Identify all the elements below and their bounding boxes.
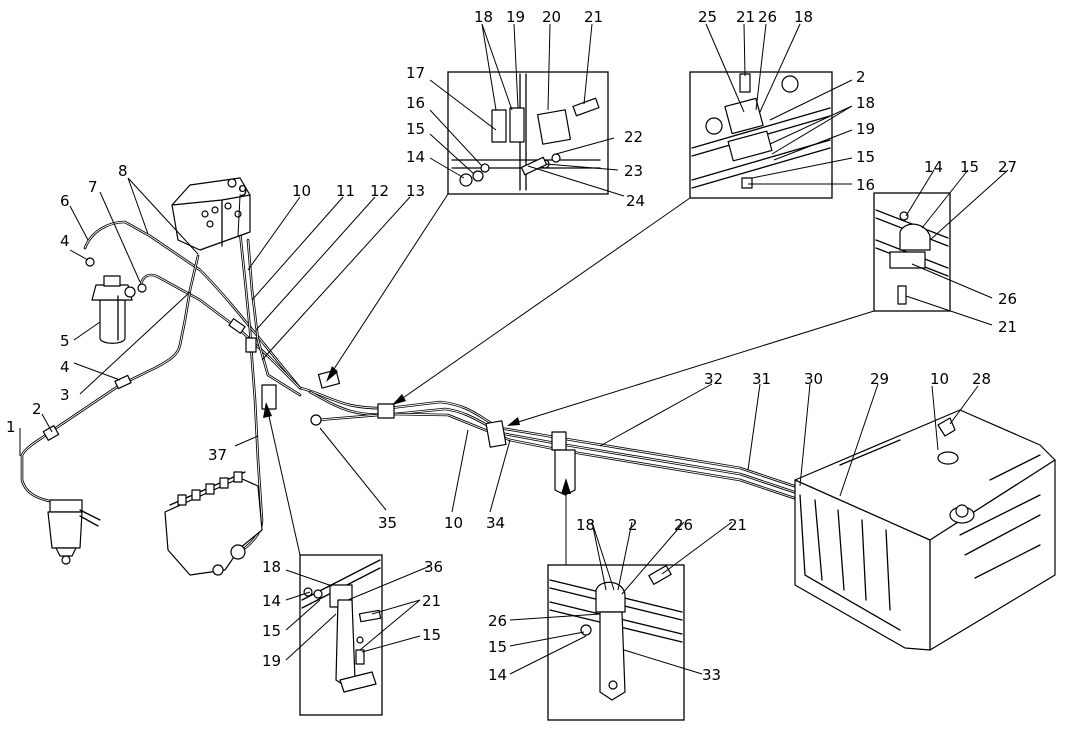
callout-2: 2 xyxy=(628,516,638,534)
callout-19: 19 xyxy=(856,120,875,138)
callout-28: 28 xyxy=(972,370,991,388)
callout-2: 2 xyxy=(856,68,866,86)
callout-18: 18 xyxy=(474,8,493,26)
callout-21: 21 xyxy=(422,592,441,610)
callout-21: 21 xyxy=(998,318,1017,336)
callout-26: 26 xyxy=(488,612,507,630)
callout-17: 17 xyxy=(406,64,425,82)
callout-29: 29 xyxy=(870,370,889,388)
callout-2: 2 xyxy=(32,400,42,418)
callout-18: 18 xyxy=(856,94,875,112)
inset-arrows xyxy=(263,193,875,565)
detail-inset-c xyxy=(873,192,951,312)
sediment-filter xyxy=(47,499,101,565)
callout-14: 14 xyxy=(262,592,281,610)
callout-4: 4 xyxy=(60,232,70,250)
callout-18: 18 xyxy=(794,8,813,26)
detail-inset-b xyxy=(689,71,833,199)
detail-inset-e xyxy=(547,564,685,721)
callout-16: 16 xyxy=(406,94,425,112)
detail-inset-a xyxy=(447,71,609,195)
callout-35: 35 xyxy=(378,514,397,532)
callout-26: 26 xyxy=(998,290,1017,308)
callout-19: 19 xyxy=(506,8,525,26)
callout-6: 6 xyxy=(60,192,70,210)
leader-lines xyxy=(19,23,1009,675)
callout-10: 10 xyxy=(444,514,463,532)
fuel-pump-head xyxy=(171,177,251,251)
callout-3: 3 xyxy=(60,386,70,404)
detail-inset-d xyxy=(299,554,383,716)
callout-36: 36 xyxy=(424,558,443,576)
callout-34: 34 xyxy=(486,514,505,532)
callout-32: 32 xyxy=(704,370,723,388)
callout-25: 25 xyxy=(698,8,717,26)
callout-labels: 1 2 3 4 5 4 6 7 8 9 10 11 12 13 35 37 10… xyxy=(6,8,1017,684)
callout-15: 15 xyxy=(488,638,507,656)
callout-4: 4 xyxy=(60,358,70,376)
callout-11: 11 xyxy=(336,182,355,200)
callout-37: 37 xyxy=(208,446,227,464)
callout-15: 15 xyxy=(856,148,875,166)
fuel-filter xyxy=(85,257,147,344)
callout-16: 16 xyxy=(856,176,875,194)
callout-7: 7 xyxy=(88,178,98,196)
callout-18: 18 xyxy=(262,558,281,576)
callout-15: 15 xyxy=(960,158,979,176)
callout-19: 19 xyxy=(262,652,281,670)
callout-9: 9 xyxy=(238,182,248,200)
callout-22: 22 xyxy=(624,128,643,146)
callout-27: 27 xyxy=(998,158,1017,176)
callout-14: 14 xyxy=(924,158,943,176)
callout-14: 14 xyxy=(406,148,425,166)
callout-21: 21 xyxy=(584,8,603,26)
callout-24: 24 xyxy=(626,192,645,210)
callout-8: 8 xyxy=(118,162,128,180)
callout-31: 31 xyxy=(752,370,771,388)
callout-15: 15 xyxy=(262,622,281,640)
callout-14: 14 xyxy=(488,666,507,684)
callout-5: 5 xyxy=(60,332,70,350)
fuel-tank xyxy=(794,409,1056,651)
callout-21: 21 xyxy=(736,8,755,26)
callout-26: 26 xyxy=(674,516,693,534)
callout-10: 10 xyxy=(292,182,311,200)
callout-33: 33 xyxy=(702,666,721,684)
callout-10: 10 xyxy=(930,370,949,388)
callout-18: 18 xyxy=(576,516,595,534)
callout-23: 23 xyxy=(624,162,643,180)
callout-26: 26 xyxy=(758,8,777,26)
callout-20: 20 xyxy=(542,8,561,26)
callout-13: 13 xyxy=(406,182,425,200)
callout-12: 12 xyxy=(370,182,389,200)
callout-15: 15 xyxy=(422,626,441,644)
callout-1: 1 xyxy=(6,418,16,436)
callout-21: 21 xyxy=(728,516,747,534)
engine-block xyxy=(164,471,263,576)
callout-15: 15 xyxy=(406,120,425,138)
callout-30: 30 xyxy=(804,370,823,388)
